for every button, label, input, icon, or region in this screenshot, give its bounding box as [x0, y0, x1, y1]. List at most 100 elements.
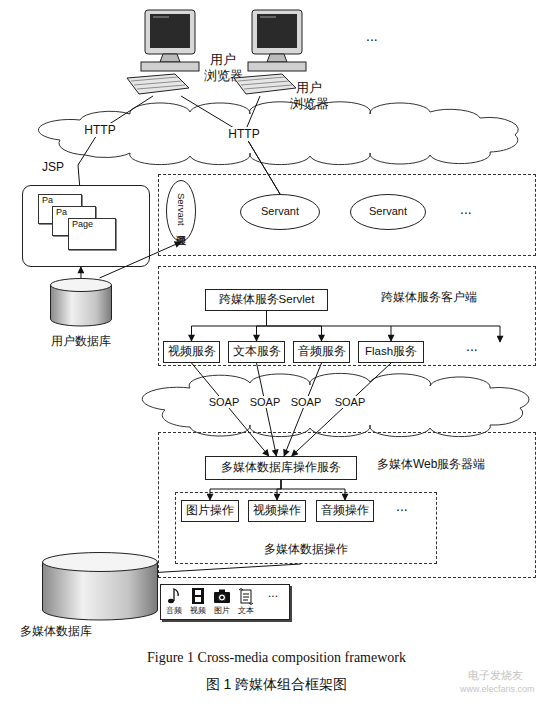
connector [192, 363, 269, 456]
text-holder: 视频操作 [249, 501, 305, 521]
note-icon [168, 599, 174, 603]
ellipse-outline [241, 195, 320, 230]
cyl-outline [50, 278, 112, 326]
scroll-icon [239, 589, 253, 605]
node-text: 音频服务 [298, 345, 346, 359]
screen [150, 14, 190, 48]
service-box: Flash服务 [358, 341, 424, 363]
film-icon [195, 590, 201, 602]
user-database: 用户数据库 [50, 278, 112, 326]
connector [80, 267, 81, 278]
operation-box: 视频操作 [248, 500, 306, 522]
node-text: 文本 [234, 606, 258, 616]
computer-base [248, 62, 306, 71]
more-services-branch [391, 326, 500, 342]
monitor [252, 10, 302, 54]
operation-box: 音频操作 [316, 500, 374, 522]
text-holder: 视频服务 [164, 342, 219, 362]
text-holder: 音频服务 [294, 342, 349, 362]
connector [277, 480, 281, 500]
camera-icon [220, 596, 223, 599]
servant-group: Servant 管理员 Servant Servant [158, 174, 536, 256]
node-text: 图片操作 [186, 504, 234, 518]
media-icon-box: 音频视频图片文本... [160, 584, 290, 620]
connector [257, 311, 267, 341]
text-holder: 音频操作 [317, 501, 373, 521]
node-text: 多媒体数据操作 [176, 543, 436, 557]
computer-icon [234, 10, 306, 94]
node-text: 音频 [162, 606, 186, 616]
servlet-box: 跨媒体服务Servlet [205, 289, 328, 311]
service-box: 文本服务 [228, 341, 285, 363]
connector [78, 96, 153, 185]
keyboard-keys [131, 77, 185, 89]
edge-label: HTTP [83, 123, 116, 137]
edge-label: SOAP [334, 396, 367, 408]
keyboard-keys [238, 77, 292, 89]
servant: Servant [240, 194, 320, 230]
connector [281, 480, 345, 500]
media-icons [168, 588, 253, 605]
screen [257, 14, 297, 48]
text-holder [159, 175, 535, 255]
node-text: Servant [369, 205, 407, 218]
connector [292, 363, 391, 456]
node-text: 音频操作 [321, 504, 369, 518]
node-text: 用户数据库 [40, 334, 122, 348]
text-holder: Servant 管理员 [166, 180, 196, 242]
node-text: 文本服务 [233, 345, 281, 359]
node-text: Pa [42, 195, 80, 205]
service-box: 视频服务 [163, 341, 220, 363]
ellipse-outline [167, 181, 196, 242]
node-text: Servant [261, 205, 299, 218]
note-label: JSP [42, 160, 64, 174]
keyboard [127, 74, 189, 94]
connector [158, 564, 301, 572]
connector [257, 363, 277, 456]
jsp-page: Page [68, 218, 116, 250]
node-text: 多媒体数据库操作服务 [221, 461, 341, 475]
text-holder: 跨媒体服务Servlet [206, 290, 327, 310]
monitor [145, 10, 195, 54]
operation-box: 图片操作 [181, 500, 239, 522]
computer-base [141, 62, 199, 71]
text-holder: Servant [350, 194, 426, 230]
node-text: Page [72, 219, 114, 229]
text-holder: Servant [240, 194, 320, 230]
caption: 图 1 跨媒体组合框架图 [0, 676, 553, 694]
node-text: 图片 [210, 606, 234, 616]
servant-manager: Servant 管理员 [166, 180, 196, 242]
cyl-outline [42, 552, 158, 620]
camera-icon [218, 594, 225, 601]
note-label: ... [366, 28, 378, 44]
connector [267, 311, 392, 341]
connector [244, 96, 280, 194]
note-label: ... [396, 498, 408, 514]
http-cloud [38, 102, 518, 165]
cylinder-top [43, 553, 158, 572]
edge-label: HTTP [227, 127, 260, 141]
note-label: ... [466, 338, 478, 354]
client-group: 跨媒体服务客户端跨媒体服务Servlet视频服务文本服务音频服务Flash服务 [158, 266, 536, 366]
page-stack: PaPaPage [22, 185, 150, 267]
note-label: ... [460, 201, 472, 217]
computer-outline [125, 8, 205, 96]
note-icon [174, 589, 178, 601]
monitor-stand [267, 54, 287, 62]
text-holder: 图片操作 [182, 501, 238, 521]
node-text: 视频服务 [168, 345, 216, 359]
text-holder: 多媒体数据库操作服务 [206, 457, 356, 479]
connector [267, 311, 322, 341]
monitor-stand [160, 54, 180, 62]
cylinder-top [51, 279, 112, 292]
node-text: 多媒体数据库 [20, 624, 120, 638]
edge-label: SOAP [249, 396, 282, 408]
node-text: 视频操作 [253, 504, 301, 518]
connector [284, 363, 321, 456]
screen-glare [153, 16, 169, 18]
edge-label: SOAP [208, 396, 241, 408]
media-database: 多媒体数据库 [42, 552, 158, 620]
ellipse-outline [351, 195, 426, 230]
